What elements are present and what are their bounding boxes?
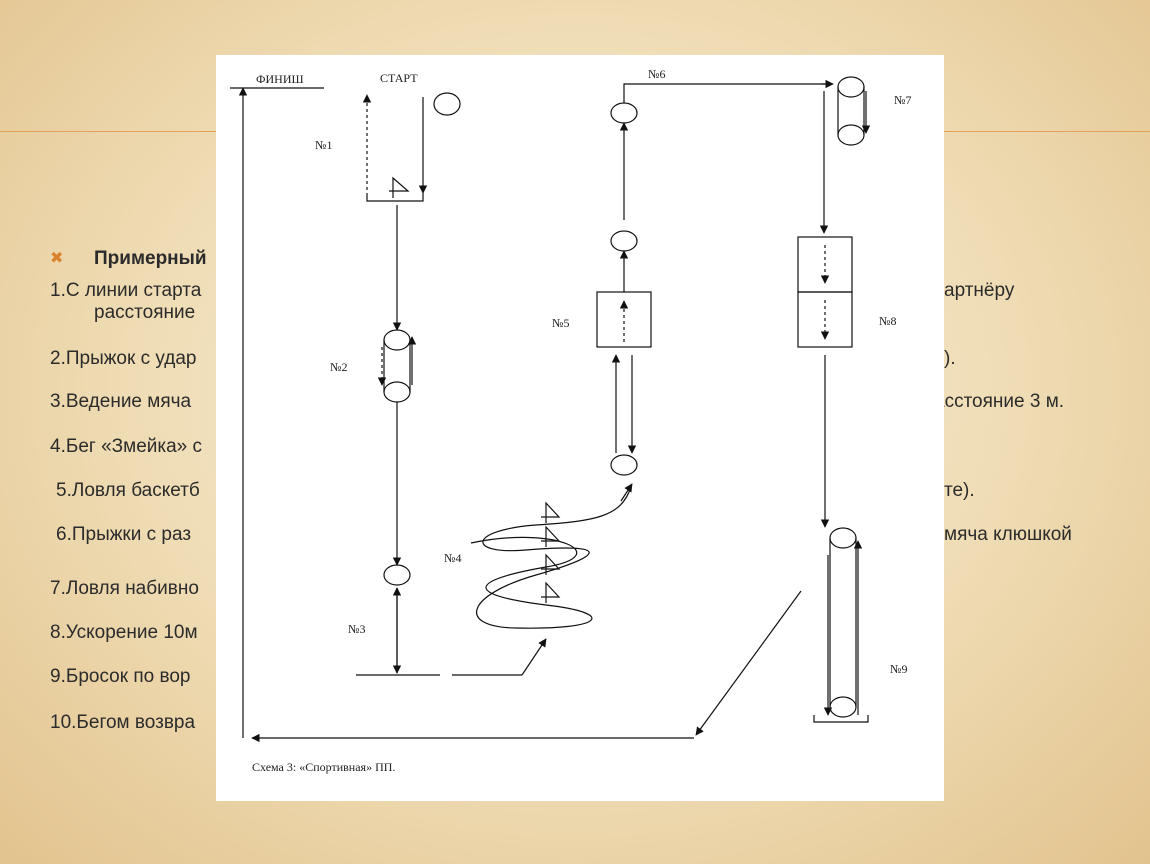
station-2-bottom xyxy=(383,381,411,403)
station-7-bottom xyxy=(837,124,865,146)
list-item-tail: те). xyxy=(944,480,975,501)
diagram-caption: Схема 3: «Спортивная» ПП. xyxy=(252,760,395,774)
finish-label: ФИНИШ xyxy=(256,72,304,86)
station-9-base xyxy=(813,715,869,723)
station-label-9: №9 xyxy=(890,662,907,676)
flag-icon xyxy=(389,176,410,198)
station-5-top-cone xyxy=(610,230,638,252)
list-item: 6.Прыжки с раз xyxy=(56,524,192,545)
station-label-5: №5 xyxy=(552,316,569,330)
list-item: 8.Ускорение 10м xyxy=(50,622,198,643)
list-item-tail: асстояние 3 м. xyxy=(934,391,1065,412)
list-item-tail: мяча клюшкой xyxy=(944,524,1072,545)
list-item: 10.Бегом возвра xyxy=(50,712,196,733)
station-3-cone xyxy=(383,564,411,586)
list-item-tail: артнёру xyxy=(944,280,1015,301)
flag-icon xyxy=(541,501,561,523)
path-3-4 xyxy=(521,638,547,676)
station-label-1: №1 xyxy=(315,138,332,152)
path-4-5 xyxy=(620,483,633,502)
station-7-top xyxy=(837,76,865,98)
station-label-2: №2 xyxy=(330,360,347,374)
list-item: 7.Ловля набивно xyxy=(50,578,199,599)
list-item: 9.Бросок по вор xyxy=(50,666,191,687)
return-diagonal-line xyxy=(695,590,802,736)
flag-icon xyxy=(541,525,561,547)
bullet-title: Примерный xyxy=(94,248,207,269)
list-item: 4.Бег «Змейка» с xyxy=(50,436,203,457)
list-item: 2.Прыжок с удар xyxy=(50,348,197,369)
station-5-bottom-cone xyxy=(610,454,638,476)
list-item: 3.Ведение мяча xyxy=(50,391,192,412)
station-5-box xyxy=(596,291,652,348)
station-label-3: №3 xyxy=(348,622,365,636)
station-label-6: №6 xyxy=(648,67,665,81)
station-8-box-bottom xyxy=(797,291,853,348)
start-cone xyxy=(433,92,461,116)
station-2-top xyxy=(383,329,411,351)
station-1-box xyxy=(366,193,424,202)
list-item: 1.С линии старта xyxy=(50,280,202,301)
list-item: расстояние xyxy=(94,302,196,323)
station-9-bottom xyxy=(829,696,857,718)
list-item: 5.Ловля баскетб xyxy=(56,480,200,501)
bullet-marker-icon: ✖ xyxy=(50,250,64,267)
station-label-7: №7 xyxy=(894,93,911,107)
flag-icon xyxy=(541,581,561,603)
flag-icon xyxy=(541,553,561,575)
station-label-8: №8 xyxy=(879,314,896,328)
station-label-4: №4 xyxy=(444,551,461,565)
station-6-cone xyxy=(610,102,638,124)
route-diagram: ФИНИШ СТАРТ №1 №2 №3 №4 №5 №6 №7 №8 №9 С… xyxy=(230,67,911,774)
list-item-tail: ). xyxy=(944,348,956,369)
diagram-panel: ФИНИШ СТАРТ №1 №2 №3 №4 №5 №6 №7 №8 №9 С… xyxy=(216,55,944,801)
path-6-7 xyxy=(623,83,826,103)
station-9-top xyxy=(829,527,857,549)
start-label: СТАРТ xyxy=(380,71,418,85)
